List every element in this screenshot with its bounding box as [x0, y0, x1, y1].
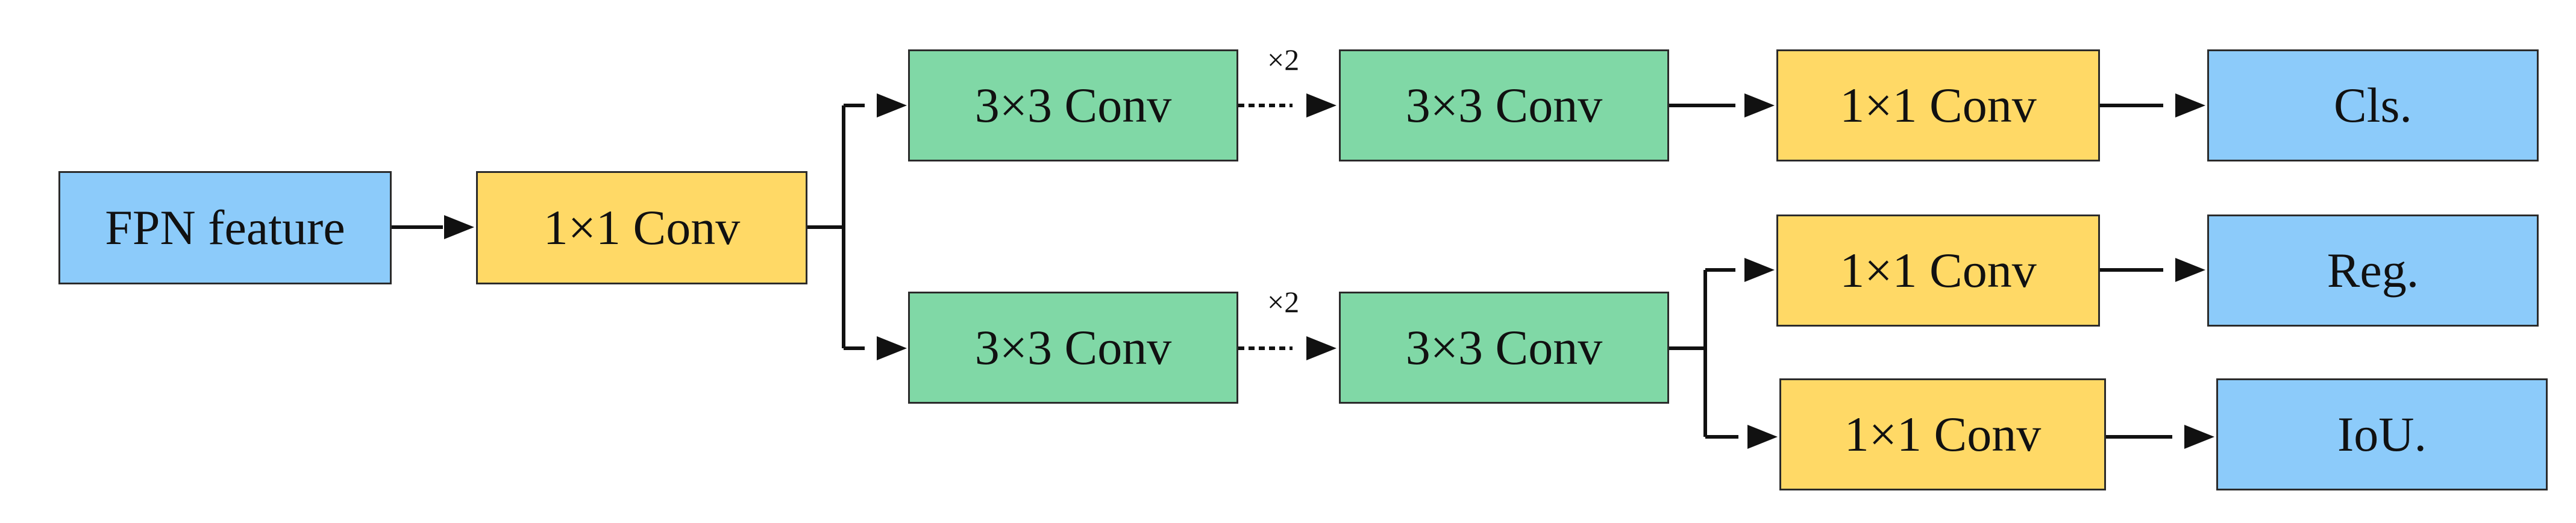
- arrowhead: [877, 93, 907, 117]
- node-reg-conv-1x1: 1×1 Conv: [1776, 215, 2100, 327]
- node-cls-output: Cls.: [2207, 49, 2539, 161]
- arrowhead: [877, 336, 907, 360]
- node-cls-conv-3x3-a: 3×3 Conv: [908, 49, 1238, 161]
- node-reg-conv-3x3-b: 3×3 Conv: [1339, 292, 1669, 404]
- node-reg-conv-3x3-a: 3×3 Conv: [908, 292, 1238, 404]
- arrowhead: [2184, 425, 2214, 449]
- node-cls-conv-1x1: 1×1 Conv: [1776, 49, 2100, 161]
- arrowhead: [2175, 258, 2205, 282]
- arrowhead: [1306, 93, 1337, 117]
- arrowhead: [2175, 93, 2205, 117]
- node-iou-output: IoU.: [2216, 378, 2548, 490]
- arrowhead: [444, 215, 474, 239]
- label-reg-repeat: ×2: [1267, 285, 1300, 319]
- arrowhead: [1744, 93, 1775, 117]
- node-reg-output: Reg.: [2207, 215, 2539, 327]
- label-cls-repeat: ×2: [1267, 43, 1300, 77]
- arrowhead: [1306, 336, 1337, 360]
- arrowhead: [1747, 425, 1778, 449]
- arrowhead: [1744, 258, 1775, 282]
- node-fpn-feature: FPN feature: [58, 171, 392, 284]
- node-iou-conv-1x1: 1×1 Conv: [1779, 378, 2106, 490]
- node-stem-conv-1x1: 1×1 Conv: [476, 171, 807, 284]
- node-cls-conv-3x3-b: 3×3 Conv: [1339, 49, 1669, 161]
